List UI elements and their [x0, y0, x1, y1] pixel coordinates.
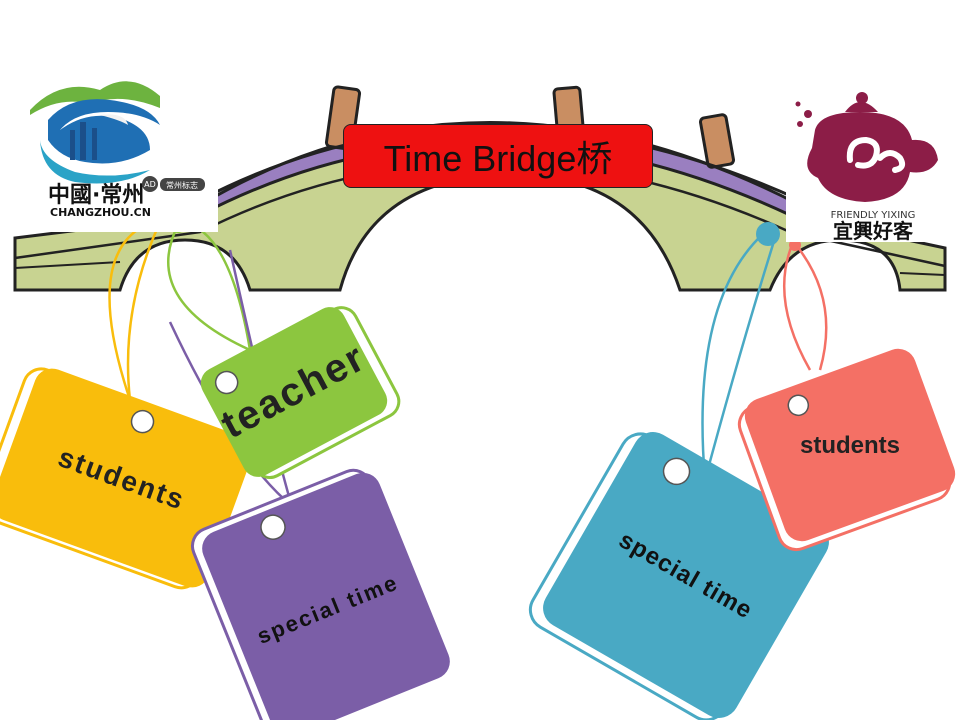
tag-students-yellow[interactable]: students — [0, 360, 257, 596]
yixing-logo: FRIENDLY YIXING 宜興好客 — [786, 86, 960, 243]
changzhou-logo-sub: 常州标志 — [166, 180, 198, 190]
tag-special-time-purple[interactable]: special time — [187, 462, 455, 720]
tag-label-students-coral: students — [800, 432, 900, 459]
tag-teacher-green[interactable]: teacher — [195, 297, 404, 488]
tag-special-time-blue[interactable]: special time — [523, 420, 836, 720]
yixing-logo-cn-text: 宜興好客 — [833, 219, 914, 243]
changzhou-logo: 中國·常州 AD 常州标志 CHANGZHOU.CN — [10, 68, 218, 232]
blue-knot — [756, 222, 780, 246]
slide-title: Time Bridge桥 — [343, 124, 653, 188]
changzhou-logo-en-text: CHANGZHOU.CN — [50, 206, 151, 219]
tag-students-coral[interactable]: students — [732, 344, 960, 555]
changzhou-logo-cn-text: 中國·常州 — [48, 182, 144, 208]
slide-title-text: Time Bridge桥 — [383, 138, 613, 179]
yixing-logo-en-text: FRIENDLY YIXING — [831, 210, 916, 221]
changzhou-logo-badge: AD — [144, 180, 156, 189]
